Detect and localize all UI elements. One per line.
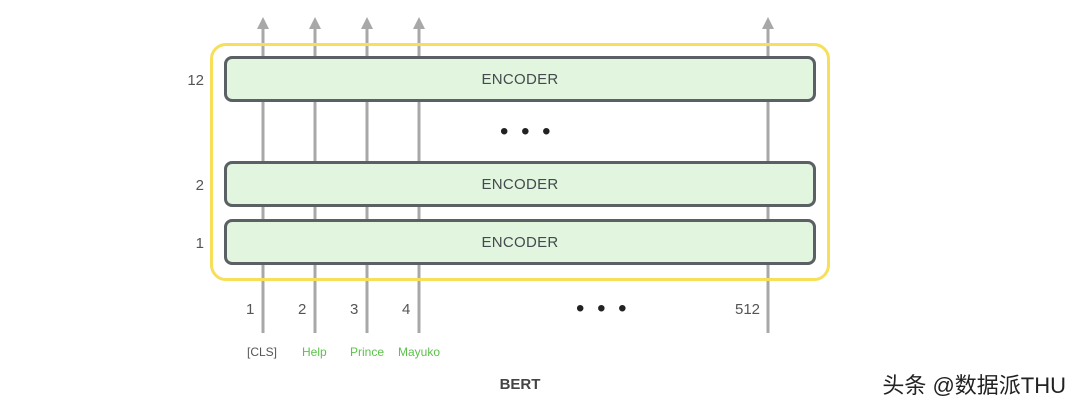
- token-cls: [CLS]: [247, 345, 278, 359]
- encoder-label: ENCODER: [481, 175, 559, 193]
- encoder-label: ENCODER: [481, 70, 559, 88]
- arrowhead-512: [762, 17, 774, 29]
- token-prince: Prince: [350, 345, 385, 359]
- encoder-label: ENCODER: [481, 233, 559, 251]
- token-help: Help: [302, 345, 327, 359]
- encoder-layer-2: ENCODER: [224, 161, 816, 207]
- encoder-layer-1: ENCODER: [224, 219, 816, 265]
- layers-ellipsis: • • •: [500, 118, 554, 145]
- figure-caption: BERT: [499, 376, 541, 393]
- layer-number-1: 1: [195, 235, 204, 252]
- position-1: 1: [246, 301, 255, 318]
- watermark: 头条 @数据派THU: [882, 373, 1066, 398]
- bert-model-frame: [210, 43, 830, 281]
- arrowhead-2: [309, 17, 321, 29]
- arrowhead-3: [361, 17, 373, 29]
- arrowhead-4: [413, 17, 425, 29]
- layer-number-12: 12: [187, 72, 204, 89]
- positions-ellipsis: • • •: [576, 295, 630, 322]
- encoder-layer-12: ENCODER: [224, 56, 816, 102]
- layer-number-2: 2: [195, 177, 204, 194]
- position-3: 3: [350, 301, 359, 318]
- position-4: 4: [402, 301, 411, 318]
- position-512: 512: [735, 301, 761, 318]
- token-mayuko: Mayuko: [398, 345, 441, 359]
- position-2: 2: [298, 301, 307, 318]
- arrowhead-1: [257, 17, 269, 29]
